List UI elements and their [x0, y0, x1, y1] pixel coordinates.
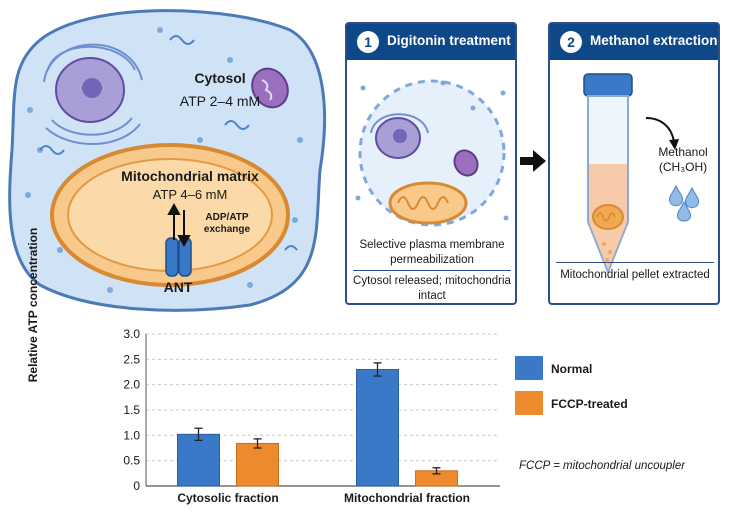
chart-grid: [145, 333, 500, 487]
y-tick-label: 1.5: [123, 403, 140, 417]
step-1-header: 1 Digitonin treatment: [347, 24, 515, 60]
chart-bars: [177, 368, 458, 487]
step-1-panel: 1 Digitonin treatment Selective plasma m…: [345, 22, 517, 305]
matrix-atp-label: ATP 4–6 mM: [152, 187, 228, 202]
step-1-divider: [353, 270, 511, 271]
methanol-drops-icon: [669, 184, 699, 222]
error-bar: [432, 467, 441, 475]
legend-label-fccp: FCCP-treated: [551, 397, 628, 411]
y-tick-label: 2.5: [123, 352, 140, 366]
error-bar: [194, 427, 203, 442]
y-tick-label: 0: [133, 479, 140, 493]
legend-label-normal: Normal: [551, 362, 593, 376]
y-tick-label: 1.0: [123, 428, 140, 442]
exchange-arrows: [167, 202, 191, 248]
chart-error-bars: [194, 362, 441, 475]
step-2-result: Mitochondrial pellet extracted: [560, 269, 710, 281]
x-category-label: Mitochondrial fraction: [344, 491, 470, 505]
step-2-divider: [556, 262, 714, 263]
step-2-panel: 2 Methanol extraction Mitochondrial pell…: [548, 22, 720, 305]
y-tick-label: 2.0: [123, 378, 140, 392]
methanol-label: Methanol (CH₃OH): [658, 145, 708, 174]
permeabilized-cell-icon: [355, 79, 509, 227]
step-2-number: 2: [560, 31, 582, 53]
step-1-caption: Selective plasma membrane permeabilizati…: [359, 239, 505, 266]
bar-fccp-0: [236, 442, 279, 487]
y-tick-label: 3.0: [123, 327, 140, 341]
cytoskeleton-squiggles: [39, 35, 298, 251]
ant-transporter: [165, 237, 192, 277]
legend-swatch-fccp: [515, 391, 543, 415]
curved-arrow-icon: [645, 117, 679, 150]
matrix-label: Mitochondrial matrix: [121, 168, 259, 184]
cell-illustration: [8, 9, 327, 312]
bar-normal-0: [177, 433, 220, 487]
step-1-title: Digitonin treatment: [387, 33, 511, 48]
error-bar: [253, 438, 262, 449]
cytosol-label: Cytosol: [194, 70, 246, 86]
small-mitochondrion: [251, 67, 289, 109]
endoplasmic-reticulum: [43, 43, 143, 145]
chart-y-ticks: 0 0.5 1.0 1.5 2.0 2.5 3.0: [123, 327, 140, 493]
centrifuge-tube-icon: [583, 73, 633, 275]
legend-swatch-normal: [515, 356, 543, 380]
step-1-number: 1: [357, 31, 379, 53]
step-2-title: Methanol extraction: [590, 33, 718, 48]
y-tick-label: 0.5: [123, 454, 140, 468]
bar-normal-1: [356, 368, 399, 487]
step-2-header: 2 Methanol extraction: [550, 24, 718, 60]
next-step-arrow-icon: [520, 150, 546, 172]
nucleolus: [82, 78, 102, 98]
step-1-result: Cytosol released; mitochondria intact: [353, 275, 511, 302]
error-bar: [373, 362, 382, 377]
x-category-label: Cytosolic fraction: [177, 491, 279, 505]
exchange-label: ADP/ATP exchange: [203, 212, 251, 235]
cytosol-atp-label: ATP 2–4 mM: [179, 93, 261, 109]
chart-note: FCCP = mitochondrial uncoupler: [519, 460, 686, 472]
cytosol-vesicles: [25, 27, 303, 293]
ant-label: ANT: [163, 279, 193, 295]
